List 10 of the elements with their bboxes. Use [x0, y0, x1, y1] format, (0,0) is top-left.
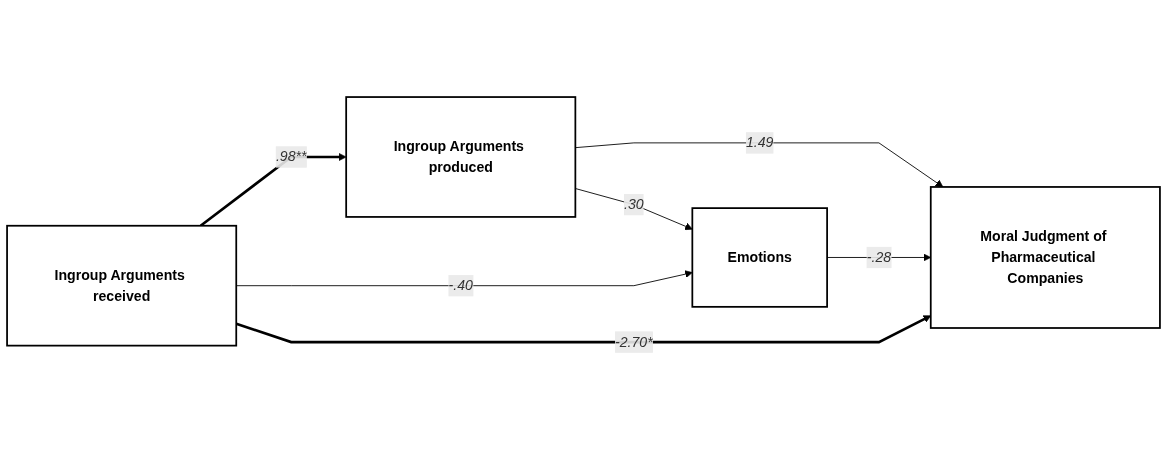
edge-label: -2.70* [615, 334, 653, 350]
node-box: Ingroup Arguments produced [345, 96, 577, 218]
node-box: Ingroup Arguments received [6, 225, 238, 347]
node-box: Moral Judgment of Pharmaceutical Companies [929, 186, 1161, 329]
edge-label: .98** [275, 149, 307, 165]
edge-label: -.40 [448, 277, 473, 293]
edge-label: -.28 [866, 249, 892, 265]
edge-label: .30 [624, 196, 644, 212]
node-box: Emotions [691, 207, 828, 308]
edge-label: 1.49 [746, 135, 774, 151]
